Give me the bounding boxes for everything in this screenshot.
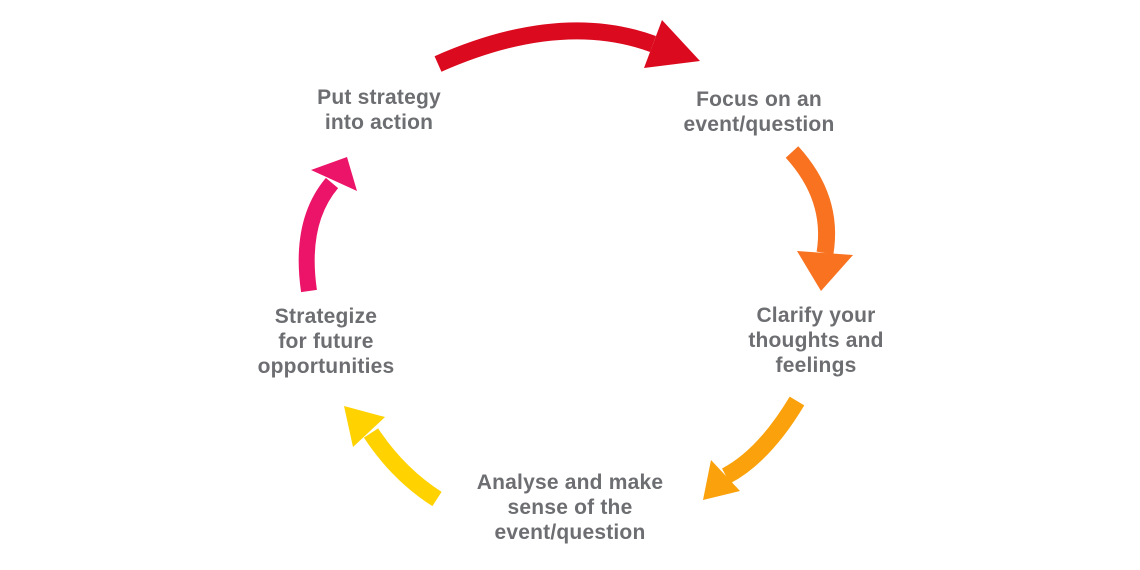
- arrow-head: [644, 20, 700, 68]
- arrow-clarify-to-analyse: [703, 396, 805, 500]
- step-label-strategize-future: Strategize for future opportunities: [257, 305, 395, 378]
- arrow-shaft: [363, 428, 442, 507]
- arrow-shaft: [434, 22, 656, 72]
- arrow-analyse-to-strategize: [344, 406, 442, 507]
- arrow-focus-to-clarify: [785, 146, 853, 291]
- arrow-shaft: [721, 396, 805, 484]
- arrow-shaft: [785, 146, 836, 255]
- step-label-focus-on-event: Focus on an event/question: [683, 88, 835, 136]
- arrow-head: [703, 460, 740, 500]
- arrow-head: [344, 406, 385, 447]
- arrow-head: [797, 251, 853, 291]
- step-label-put-strategy: Put strategy into action: [317, 86, 441, 134]
- step-label-clarify-thoughts: Clarify your thoughts and feelings: [748, 304, 884, 377]
- arrow-strategize-to-put-strategy: [298, 157, 357, 293]
- arrow-put-strategy-to-focus: [434, 20, 700, 72]
- arrow-head: [311, 157, 357, 191]
- arrow-shaft: [298, 177, 339, 293]
- step-label-analyse-make-sense: Analyse and make sense of the event/ques…: [476, 471, 664, 544]
